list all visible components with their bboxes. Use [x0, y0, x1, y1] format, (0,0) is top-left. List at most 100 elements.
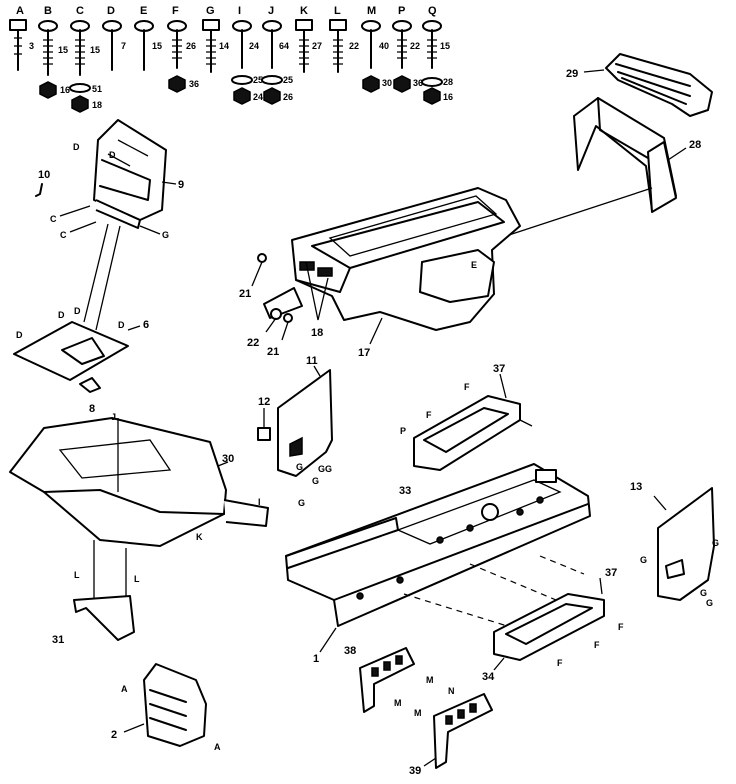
hardware-letter: M: [367, 5, 376, 17]
callout-31: 31: [52, 634, 64, 646]
bolt-e: E 15: [134, 5, 162, 71]
callout-38: 38: [344, 645, 356, 657]
tag-m: M: [414, 708, 422, 718]
tag-a: A: [214, 742, 221, 752]
tag-i: I: [258, 497, 261, 507]
leader-line: [505, 187, 653, 237]
hardware-letter: C: [76, 5, 84, 17]
tag-c: C: [60, 230, 67, 240]
washer-label: 16: [443, 92, 453, 102]
part-11-side-panel: 11 GG G G G: [277, 355, 333, 508]
part-33-seat-pan: P F F 37 33: [399, 363, 533, 497]
part-17-hood: E 17: [291, 187, 521, 359]
washer-label: 16: [60, 85, 70, 95]
tag-g: G: [162, 230, 169, 240]
washer-label: 24: [253, 92, 263, 102]
tag-l: L: [134, 574, 140, 584]
hardware-size: 40: [379, 41, 389, 51]
tag-e: E: [471, 260, 477, 270]
part-34-foot-rest: 37 F F F 34: [482, 567, 624, 683]
washer-label: 51: [92, 84, 102, 94]
hardware-letter: Q: [428, 5, 437, 17]
hardware-size: 15: [90, 45, 100, 55]
part-9-console: D D 9 C C G: [50, 119, 184, 240]
tag-j: J: [111, 412, 116, 422]
callout-30: 30: [222, 453, 234, 465]
hardware-letter: P: [398, 5, 405, 17]
washer-label: 18: [92, 100, 102, 110]
washer-label: 30: [382, 78, 392, 88]
tag-d: D: [73, 142, 80, 152]
hardware-size: 22: [349, 41, 359, 51]
part-12: 12: [257, 396, 271, 441]
part-10: 10: [35, 169, 50, 197]
callout-21: 21: [239, 288, 251, 300]
washer-label: 25: [253, 75, 263, 85]
part-38-bracket: 38 M M: [344, 645, 434, 713]
hardware-size: 15: [440, 41, 450, 51]
hardware-letter: K: [300, 5, 308, 17]
callout-12: 12: [258, 396, 270, 408]
part-8: 8: [79, 377, 101, 415]
hardware-letter: E: [140, 5, 147, 17]
callout-21: 21: [267, 346, 279, 358]
tag-g: G: [640, 555, 647, 565]
tag-g: G: [700, 588, 707, 598]
hardware-size: 7: [121, 41, 126, 51]
tag-a: A: [121, 684, 128, 694]
callout-33: 33: [399, 485, 411, 497]
tag-g: G: [312, 476, 319, 486]
hardware-size: 15: [152, 41, 162, 51]
bolt-k: K 27: [295, 5, 322, 73]
callout-6: 6: [143, 319, 149, 331]
bolt-b: B 15 16: [38, 5, 70, 99]
part-6-plate: 6 D D D D: [13, 306, 149, 381]
bolt-p: P 22 36: [392, 5, 423, 93]
tag-f: F: [426, 410, 432, 420]
hardware-size: 64: [279, 41, 289, 51]
hardware-letter: J: [268, 5, 274, 17]
callout-10: 10: [38, 169, 50, 181]
tag-g: G: [712, 538, 719, 548]
washer-label: 28: [443, 77, 453, 87]
callout-9: 9: [178, 179, 184, 191]
bolt-a: A 3: [9, 5, 34, 71]
tag-k: K: [196, 532, 203, 542]
tag-m: M: [394, 698, 402, 708]
callout-22: 22: [247, 337, 259, 349]
hardware-letter: I: [238, 5, 241, 17]
hardware-row: A 3 B 15 16 C 15 51 18 D 7: [9, 5, 453, 113]
tag-m: M: [426, 675, 434, 685]
hardware-letter: D: [107, 5, 115, 17]
callout-17: 17: [358, 347, 370, 359]
hardware-letter: F: [172, 5, 179, 17]
part-2-rear-plate: A A 2: [111, 663, 221, 752]
hardware-size: 26: [186, 41, 196, 51]
bolt-i: I 24 25 24: [231, 5, 263, 105]
callout-8: 8: [89, 403, 95, 415]
callout-34: 34: [482, 671, 495, 683]
tag-l: L: [74, 570, 80, 580]
part-31-bracket: L L 31: [52, 540, 140, 646]
hardware-size: 22: [410, 41, 420, 51]
leader-line: [83, 223, 121, 331]
callout-13: 13: [630, 481, 642, 493]
tag-c: C: [50, 214, 57, 224]
bolt-c: C 15 51 18: [69, 5, 102, 113]
bolt-q: Q 15 28 16: [421, 5, 453, 105]
hardware-size: 27: [312, 41, 322, 51]
callout-29: 29: [566, 68, 578, 80]
hardware-size: 15: [58, 45, 68, 55]
bolt-g: G 14: [202, 5, 229, 73]
washer-label: 36: [189, 79, 199, 89]
hardware-size: 3: [29, 41, 34, 51]
bolt-j: J 64 25 26: [261, 5, 293, 105]
hardware-letter: L: [334, 5, 341, 17]
tag-d: D: [74, 306, 81, 316]
tag-g: G: [706, 598, 713, 608]
tag-d: D: [118, 320, 125, 330]
washer-label: 25: [283, 75, 293, 85]
tag-p: P: [400, 426, 406, 436]
